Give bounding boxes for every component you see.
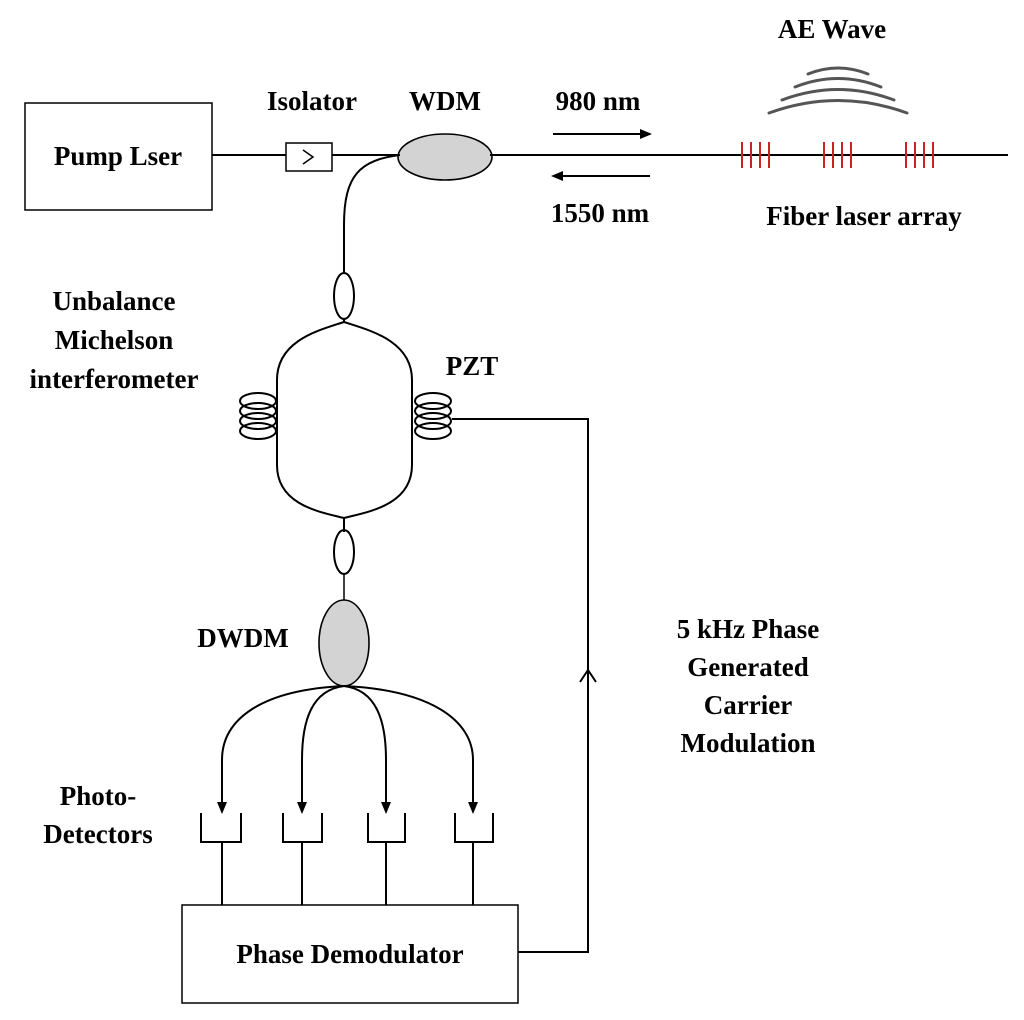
dwdm-coupler — [318, 599, 370, 687]
pzt-fiber-coil-icon — [414, 392, 452, 440]
photodetectors-label-line-2: Detectors — [43, 819, 152, 849]
interferometer-left-arm — [276, 321, 345, 519]
photodetectors-label: Photo- Detectors — [43, 781, 152, 849]
ae-wave-icon — [767, 66, 909, 115]
photodetector-4 — [454, 813, 494, 905]
dwdm-channel-4 — [343, 685, 478, 814]
dwdm-channel-3 — [343, 685, 391, 814]
pump-laser-label: Pump Lser — [54, 141, 182, 171]
isolator-box — [285, 142, 333, 172]
pgc-label-line-2: Generated — [687, 652, 808, 682]
signal-wavelength-label: 1550 nm — [551, 198, 650, 228]
pump-laser-box — [24, 102, 213, 211]
pump-laser: Pump Lser — [24, 102, 213, 211]
pzt-label: PZT — [446, 351, 499, 381]
fiber-laser-array-label: Fiber laser array — [766, 201, 962, 231]
dwdm-label: DWDM — [197, 623, 288, 653]
photodetector-4-icon — [454, 813, 494, 843]
fiber-laser-grating-2 — [823, 142, 852, 168]
dwdm-channel-1 — [217, 685, 345, 814]
wdm-coupler — [397, 133, 493, 181]
interferometer-label-line-2: Michelson — [55, 325, 174, 355]
interferometer-label-line-1: Unbalance — [52, 286, 175, 316]
signal-wavelength-indicator: 1550 nm — [551, 171, 650, 228]
lower-coupler — [333, 529, 355, 575]
pump-wavelength-indicator: 980 nm — [553, 86, 652, 139]
photodetectors-label-line-1: Photo- — [60, 781, 137, 811]
pgc-direction-arrow-icon — [579, 668, 597, 683]
wdm-return-fiber — [343, 154, 401, 272]
isolator-label: Isolator — [267, 86, 357, 116]
wdm-label: WDM — [409, 86, 481, 116]
pgc-modulation-label: 5 kHz Phase Generated Carrier Modulation — [677, 614, 820, 758]
phase-demodulator: Phase Demodulator — [181, 904, 519, 1004]
pgc-feedback-line — [452, 418, 589, 953]
interferometer-label-line-3: interferometer — [30, 364, 199, 394]
ae-wave-label: AE Wave — [778, 14, 886, 44]
phase-demodulator-box — [181, 904, 519, 1004]
photodetector-2 — [282, 813, 323, 905]
photodetector-3 — [367, 813, 406, 905]
pump-wavelength-label: 980 nm — [556, 86, 641, 116]
interferometer-label: Unbalance Michelson interferometer — [30, 286, 199, 394]
fiber-laser-grating-1 — [741, 142, 770, 168]
photodetector-3-icon — [367, 813, 406, 843]
photodetector-1-icon — [200, 813, 242, 843]
isolator: Isolator — [267, 86, 357, 172]
fiber-laser-array — [741, 142, 934, 168]
ae-wave: AE Wave — [767, 14, 909, 115]
wdm: WDM — [397, 86, 493, 181]
phase-demodulator-label: Phase Demodulator — [236, 939, 463, 969]
dwdm: DWDM — [197, 599, 370, 687]
fiber-laser-grating-3 — [905, 142, 934, 168]
pgc-label-line-1: 5 kHz Phase — [677, 614, 820, 644]
left-fiber-coil-icon — [239, 392, 277, 440]
interferometer-right-arm — [343, 321, 413, 519]
pgc-label-line-3: Carrier — [704, 690, 792, 720]
pgc-label-line-4: Modulation — [680, 728, 815, 758]
photodetector-1 — [200, 813, 242, 905]
dwdm-channel-2 — [297, 685, 345, 814]
isolator-arrow-icon — [302, 149, 315, 165]
upper-coupler — [333, 272, 355, 320]
photodetector-2-icon — [282, 813, 323, 843]
